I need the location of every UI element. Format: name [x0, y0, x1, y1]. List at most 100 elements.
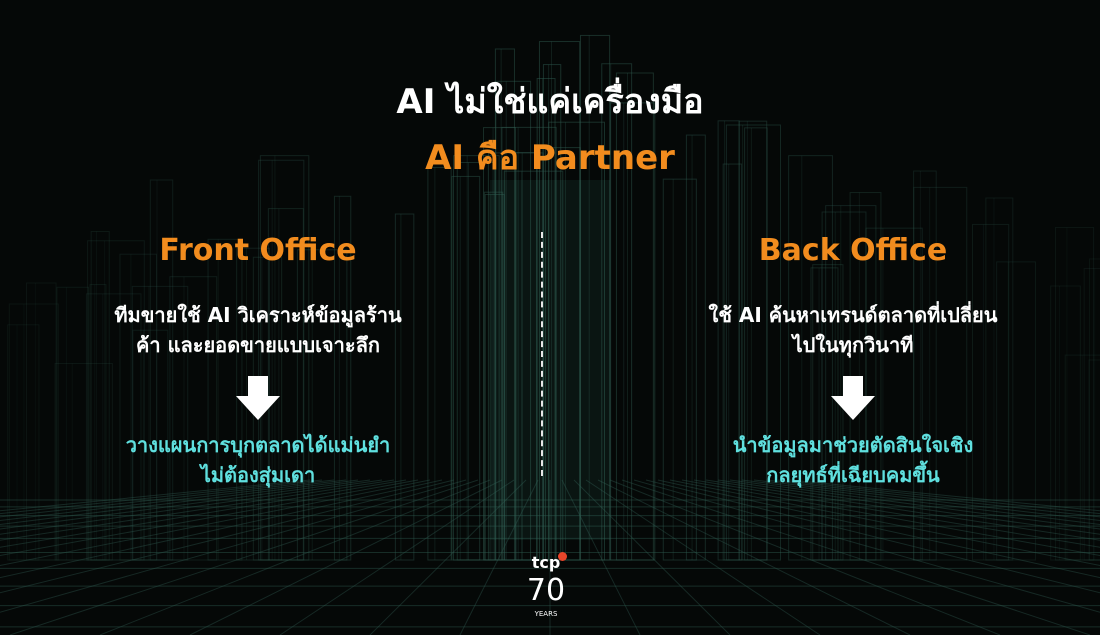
- floor-line: [0, 479, 371, 530]
- building-outline: [131, 285, 189, 561]
- front-office-result: วางแผนการบุกตลาดได้แม่นยำ ไม่ต้องสุ่มเดา: [48, 430, 468, 490]
- building-outline: [1088, 359, 1100, 561]
- building-outline: [484, 193, 505, 561]
- building-outline: [333, 195, 352, 561]
- building-outline: [788, 155, 833, 561]
- back-office-heading: Back Office: [758, 233, 948, 268]
- building-outline: [744, 127, 768, 561]
- floor-line: [765, 479, 1100, 518]
- building-outline: [427, 166, 452, 561]
- floor-line: [645, 479, 1100, 594]
- building-outline: [865, 227, 923, 561]
- building-outline: [615, 72, 654, 561]
- floor-line: [0, 479, 359, 525]
- logo-number: 70: [526, 573, 566, 608]
- building-outline: [1054, 226, 1095, 561]
- building-outline: [685, 134, 706, 561]
- building-outline: [90, 230, 110, 561]
- floor-line: [0, 479, 311, 512]
- floor-line: [0, 479, 347, 521]
- title-line-2: AI คือ Partner: [425, 138, 675, 178]
- front-office-description: ทีมขายใช้ AI วิเคราะห์ข้อมูลร้าน ค้า และ…: [48, 300, 468, 360]
- back-office-result: นำข้อมูลมาช่วยตัดสินใจเชิง กลยุทธ์ที่เฉี…: [643, 430, 1063, 490]
- floor-line: [585, 479, 821, 635]
- floor-line: [0, 479, 419, 557]
- floor-line: [741, 479, 1100, 525]
- building-outline: [501, 126, 557, 561]
- building-outline: [985, 197, 1014, 561]
- floor-line: [0, 479, 407, 548]
- description-line: ใช้ AI ค้นหาเทรนด์ตลาดที่เปลี่ยน: [708, 303, 998, 327]
- floor-line: [0, 479, 467, 613]
- building-outline: [972, 223, 1010, 561]
- building-outline: [609, 102, 656, 561]
- result-line: กลยุทธ์ที่เฉียบคมขึ้น: [766, 463, 940, 487]
- building-outline: [821, 211, 867, 561]
- building-outline: [1083, 268, 1100, 561]
- description-line: ไปในทุกวินาที: [792, 333, 914, 357]
- building-outline: [1050, 285, 1081, 561]
- result-line: ไม่ต้องสุ่มเดา: [200, 463, 316, 487]
- building-outline: [722, 163, 743, 561]
- building-outline: [1089, 258, 1100, 561]
- floor-line: [561, 479, 641, 635]
- building-outline: [601, 63, 633, 561]
- building-outline: [913, 170, 937, 561]
- building-outline: [996, 261, 1036, 561]
- building-outline: [456, 162, 496, 561]
- building-outline: [56, 286, 90, 561]
- building-outline: [483, 191, 504, 561]
- floor-line: [681, 479, 1100, 557]
- floor-line: [789, 479, 1100, 512]
- building-outline: [536, 77, 556, 561]
- floor-line: [99, 479, 491, 635]
- floor-line: [0, 479, 443, 579]
- building-outline: [487, 152, 544, 561]
- building-outline: [495, 80, 532, 561]
- floor-line: [369, 479, 527, 635]
- floor-line: [669, 479, 1100, 566]
- floor-line: [0, 479, 383, 535]
- floor-line: [279, 479, 515, 635]
- building-outline: [8, 303, 59, 561]
- building-outline: [503, 170, 564, 561]
- building-outline: [267, 208, 304, 561]
- description-line: ค้า และยอดขายแบบเจาะลึก: [136, 333, 380, 357]
- title-line-1: AI ไม่ใช่แค่เครื่องมือ: [396, 82, 704, 122]
- building-outline: [452, 155, 500, 561]
- building-outline: [7, 324, 40, 561]
- building-outline: [1064, 354, 1100, 561]
- building-outline: [738, 120, 768, 561]
- floor-line: [597, 479, 911, 635]
- building-outline: [548, 121, 606, 561]
- floor-line: [9, 479, 479, 635]
- building-outline: [132, 329, 169, 561]
- building-outline: [54, 362, 113, 561]
- description-line: ทีมขายใช้ AI วิเคราะห์ข้อมูลร้าน: [114, 303, 402, 327]
- floor-line: [0, 479, 455, 594]
- floor-line: [0, 479, 323, 515]
- floor-line: [189, 479, 503, 635]
- arrow-down-icon: [831, 376, 875, 420]
- building-outline: [89, 284, 107, 561]
- floor-line: [0, 479, 431, 566]
- center-glow: [490, 180, 610, 540]
- building-outline: [542, 64, 562, 561]
- building-outline: [149, 179, 174, 561]
- floor-line: [693, 479, 1100, 548]
- building-outline: [812, 264, 844, 561]
- arrow-down-icon: [236, 376, 280, 420]
- floor-line: [717, 479, 1100, 535]
- floor-line: [0, 479, 395, 541]
- building-outline: [258, 159, 305, 561]
- building-outline: [494, 48, 515, 561]
- result-line: นำข้อมูลมาช่วยตัดสินใจเชิง: [732, 433, 974, 457]
- floor-line: [633, 479, 1100, 613]
- floor-line: [573, 479, 731, 635]
- floor-line: [609, 479, 1001, 635]
- floor-line: [777, 479, 1100, 515]
- building-outline: [913, 186, 968, 561]
- building-outline: [296, 249, 348, 561]
- building-outline: [810, 267, 839, 561]
